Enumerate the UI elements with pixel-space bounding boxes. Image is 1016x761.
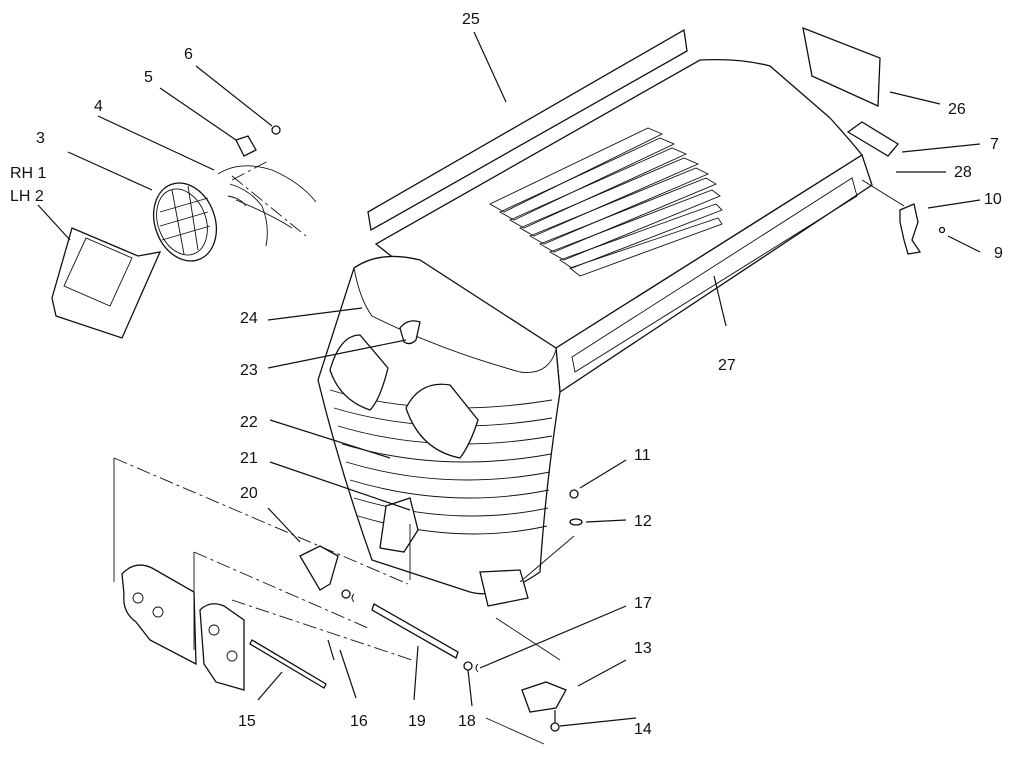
callout-23: 23 bbox=[240, 362, 258, 379]
pivot-rod-15 bbox=[249, 639, 327, 689]
washer-18 bbox=[341, 589, 355, 603]
callout-28: 28 bbox=[954, 164, 972, 181]
headlight bbox=[153, 182, 217, 262]
callout-20: 20 bbox=[240, 485, 258, 502]
callout-15: 15 bbox=[238, 713, 256, 730]
hood-decal-strip bbox=[367, 28, 688, 232]
rod-19 bbox=[371, 603, 459, 659]
callout-11: 11 bbox=[634, 447, 651, 464]
leader-lines bbox=[37, 31, 981, 727]
wire-harness bbox=[217, 165, 317, 247]
side-decal bbox=[571, 177, 858, 373]
bracket-5 bbox=[235, 135, 257, 157]
callout-6: 6 bbox=[184, 46, 193, 63]
callout-26: 26 bbox=[948, 101, 966, 118]
lens-bezel bbox=[51, 227, 162, 339]
assembly-lines bbox=[113, 159, 905, 745]
callout-18: 18 bbox=[458, 713, 476, 730]
callout-5: 5 bbox=[144, 69, 153, 86]
callout-21: 21 bbox=[240, 450, 258, 467]
callout-14: 14 bbox=[634, 721, 652, 738]
callout-12: 12 bbox=[634, 513, 652, 530]
bumper-7 bbox=[846, 121, 899, 157]
washer-12 bbox=[569, 518, 583, 526]
callout-16: 16 bbox=[350, 713, 368, 730]
decal-26 bbox=[802, 26, 881, 107]
bracket-20 bbox=[299, 545, 339, 591]
callout-1: RH 1 bbox=[10, 165, 47, 182]
callout-4: 4 bbox=[94, 98, 103, 115]
callout-22: 22 bbox=[240, 414, 258, 431]
callout-17: 17 bbox=[634, 595, 652, 612]
callout-10: 10 bbox=[984, 191, 1002, 208]
callout-9: 9 bbox=[994, 245, 1003, 262]
mount-bracket-left bbox=[121, 564, 245, 691]
callout-19: 19 bbox=[408, 713, 426, 730]
hood-body bbox=[317, 58, 873, 607]
cotter-pin-16 bbox=[327, 639, 335, 661]
callout-7: 7 bbox=[990, 136, 999, 153]
hood-latch bbox=[899, 203, 946, 255]
bolt-6 bbox=[271, 125, 281, 135]
callout-3: 3 bbox=[36, 130, 45, 147]
callout-25: 25 bbox=[462, 11, 480, 28]
nut-11 bbox=[569, 489, 579, 499]
washer-17 bbox=[463, 661, 479, 673]
callout-2: LH 2 bbox=[10, 188, 44, 205]
screw-14 bbox=[550, 710, 560, 732]
bracket-13 bbox=[521, 681, 567, 713]
callout-27: 27 bbox=[718, 357, 736, 374]
callout-24: 24 bbox=[240, 310, 258, 327]
callout-13: 13 bbox=[634, 640, 652, 657]
